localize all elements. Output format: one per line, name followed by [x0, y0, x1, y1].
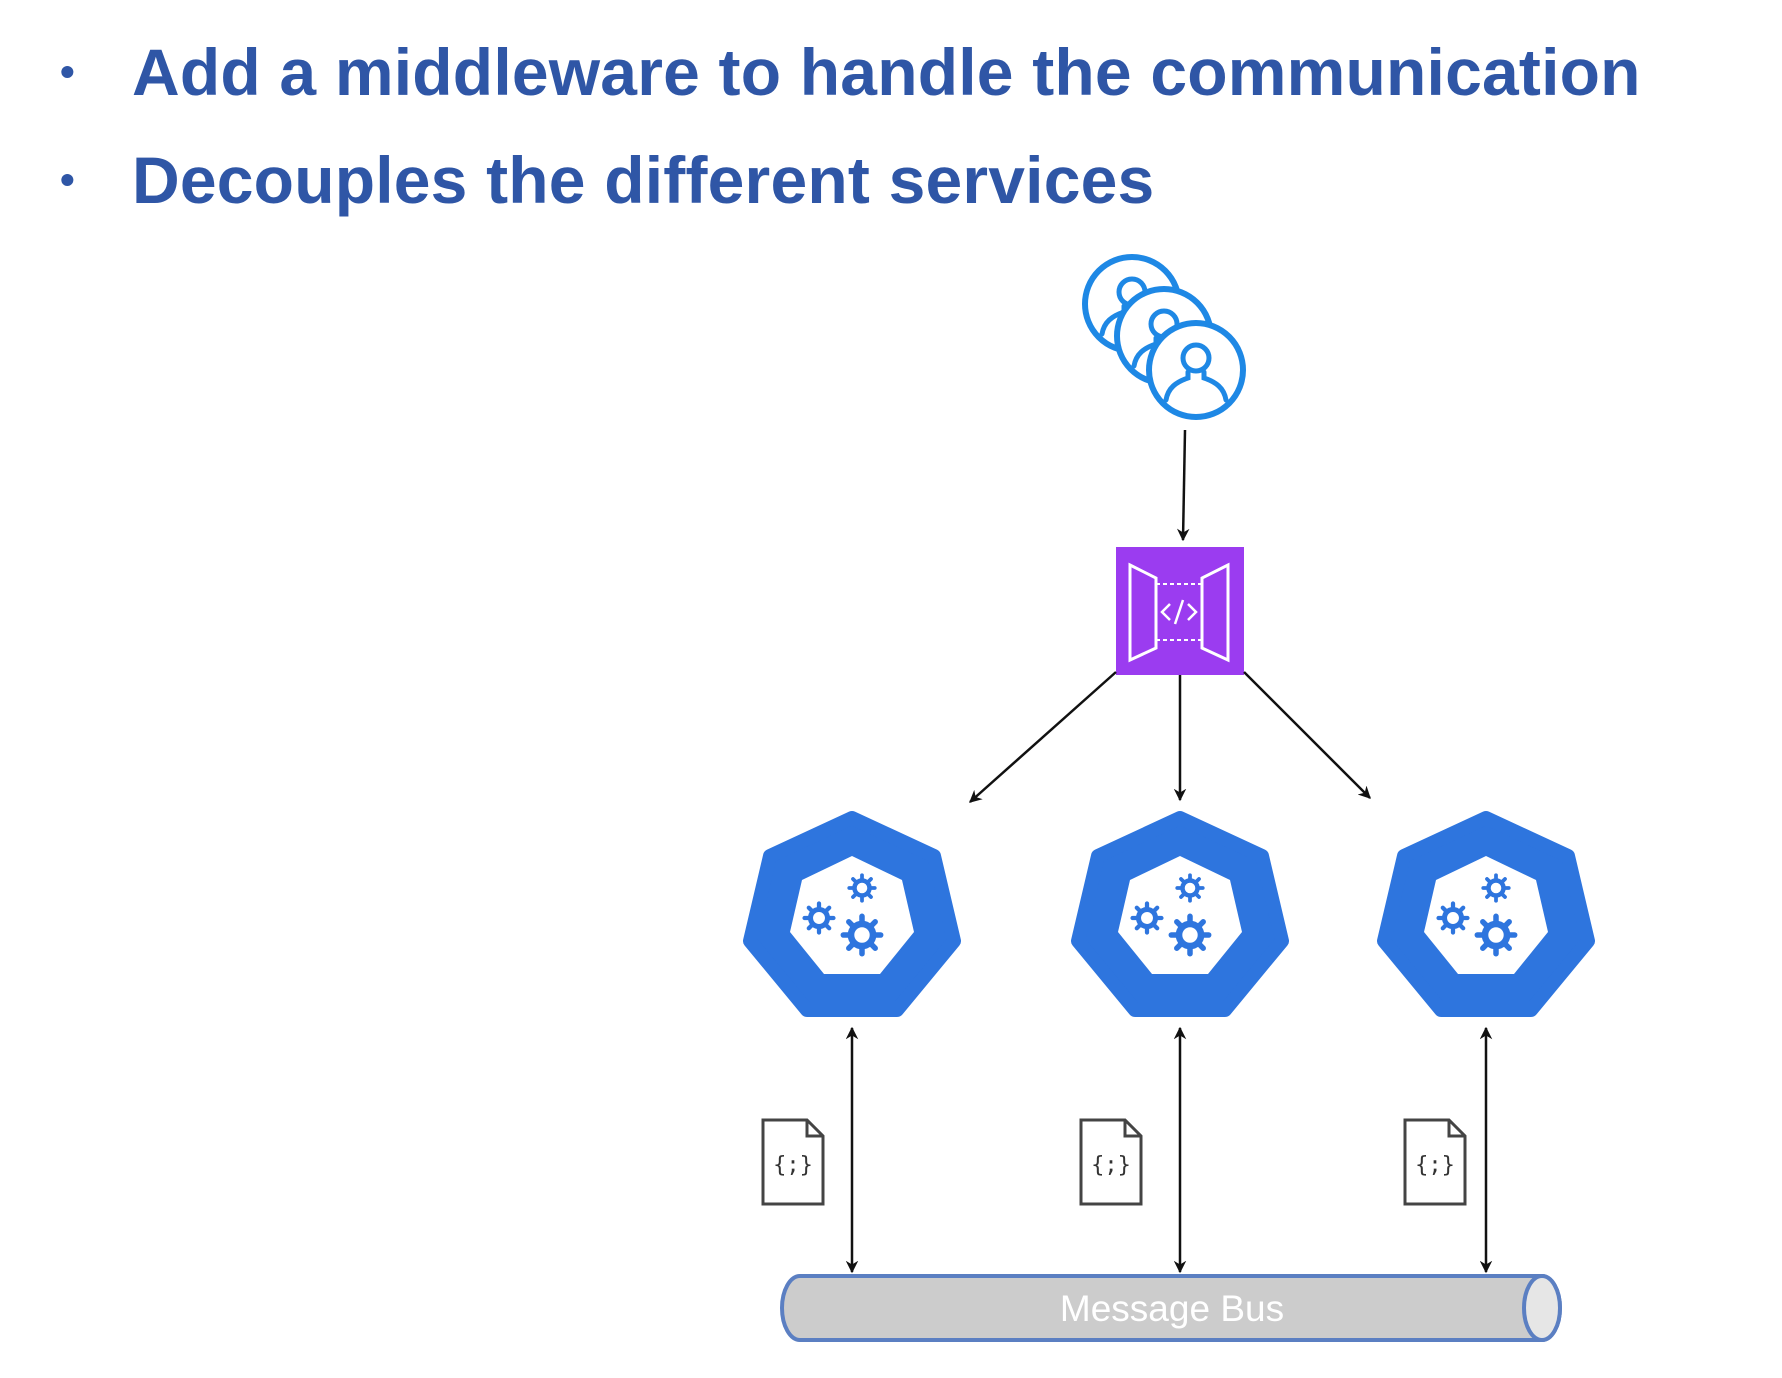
arrow-users-to-gateway	[1176, 429, 1190, 542]
arrow-gateway-to-service-1	[969, 671, 1117, 803]
json-glyph: {;}	[1091, 1153, 1131, 1178]
json-document-icon: {;}	[761, 1118, 825, 1206]
json-glyph: {;}	[1415, 1153, 1455, 1178]
message-bus: Message Bus	[780, 1274, 1562, 1342]
kubernetes-service-icon	[1384, 818, 1588, 1010]
bullet-text: Decouples the different services	[132, 143, 1155, 217]
kubernetes-service-icon	[1078, 818, 1282, 1010]
bullet-text: Add a middleware to handle the communica…	[132, 35, 1641, 109]
message-bus-label: Message Bus	[1060, 1288, 1284, 1329]
bullet-dot: •	[60, 48, 75, 95]
users-group-icon	[1085, 257, 1243, 417]
bullet-item: • Add a middleware to handle the communi…	[60, 27, 1641, 117]
json-glyph: {;}	[773, 1153, 813, 1178]
bullet-item: • Decouples the different services	[60, 135, 1154, 225]
json-document-icon: {;}	[1079, 1118, 1143, 1206]
kubernetes-service-icon	[750, 818, 954, 1010]
json-document-icon: {;}	[1403, 1118, 1467, 1206]
bullet-dot: •	[60, 156, 75, 203]
api-gateway-icon	[1116, 547, 1244, 675]
arrow-gateway-to-service-3	[1243, 671, 1371, 799]
